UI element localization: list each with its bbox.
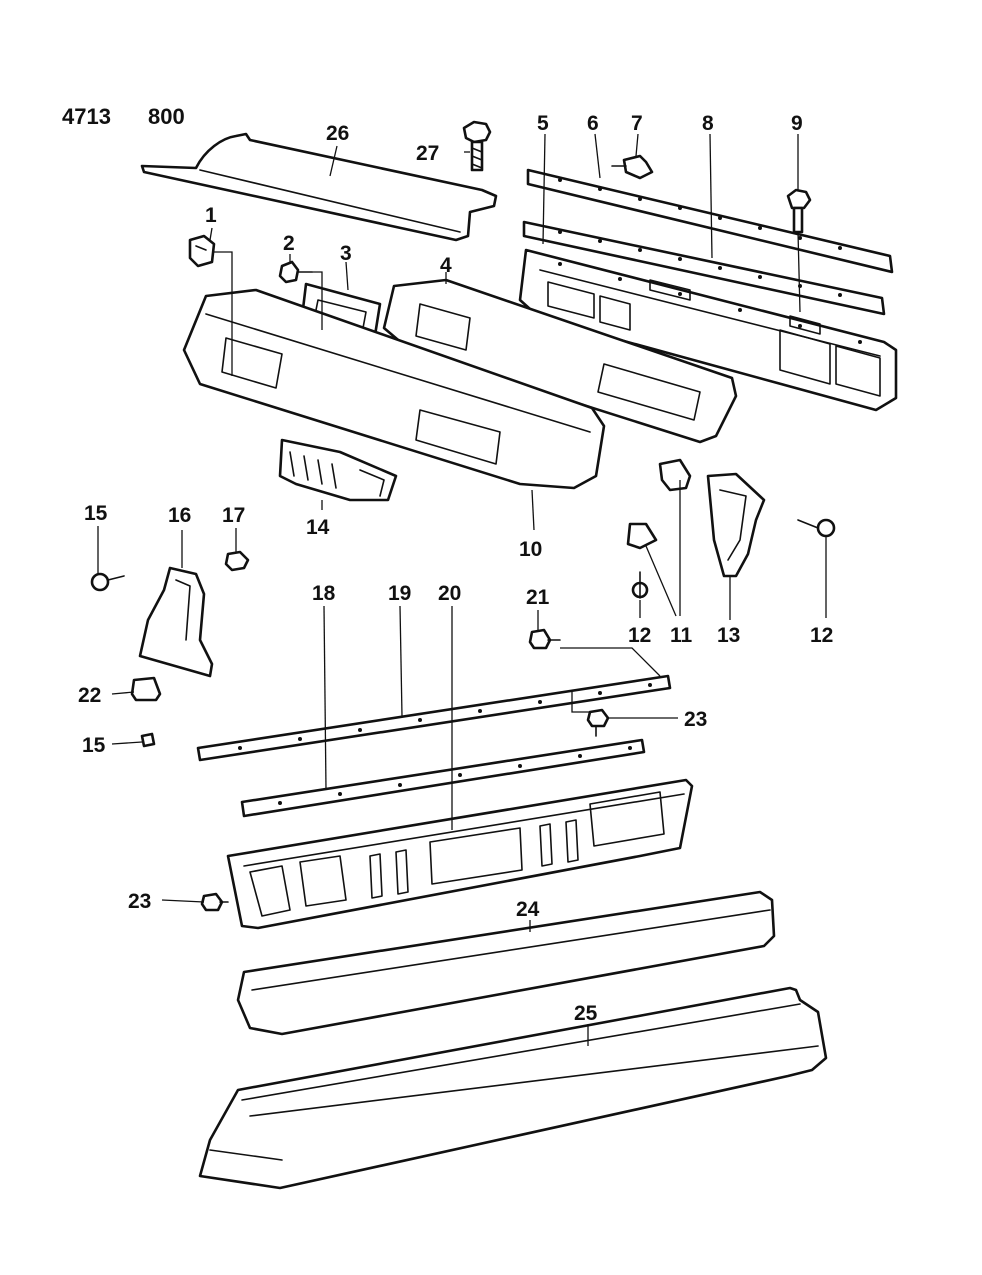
part-16-side-bracket <box>138 566 214 678</box>
callout-15-lower: 15 <box>82 734 106 757</box>
callout-5: 5 <box>537 112 549 135</box>
callout-9: 9 <box>791 112 803 135</box>
part-12-screw-right <box>797 518 836 538</box>
part-26-air-dam-strip <box>140 132 498 242</box>
callout-19: 19 <box>388 582 411 605</box>
callout-11: 11 <box>670 624 693 647</box>
callout-12-right: 12 <box>810 624 833 647</box>
callout-15-upper: 15 <box>84 502 108 525</box>
part-9-bolt <box>786 188 812 234</box>
callout-labels: 1 2 3 4 5 6 7 8 9 10 11 12 12 13 14 15 1… <box>78 112 833 1025</box>
part-17-clip <box>224 550 250 572</box>
part-25-rear-bumper-cover <box>198 986 828 1190</box>
callout-10: 10 <box>519 538 542 561</box>
part-21-bolt <box>528 628 561 650</box>
part-11-clip <box>658 458 692 492</box>
callout-23-left: 23 <box>128 890 151 913</box>
callout-6: 6 <box>587 112 599 135</box>
callout-1: 1 <box>205 204 217 227</box>
part-6-reinforcement-strip <box>526 168 894 274</box>
part-15-screw-upper <box>90 572 125 592</box>
part-4-bumper-face <box>382 278 738 444</box>
callout-3: 3 <box>340 242 352 265</box>
part-27-bolt <box>462 120 492 172</box>
callout-4: 4 <box>440 254 452 277</box>
part-11-clip-lower <box>626 522 658 550</box>
callout-18: 18 <box>312 582 336 605</box>
part-1-nut-clip <box>188 234 216 268</box>
callout-16: 16 <box>168 504 191 527</box>
part-18-reinforcement-strip <box>240 738 646 818</box>
part-14-bracket <box>278 438 398 502</box>
part-5-bumper-beam <box>518 248 898 412</box>
callout-21: 21 <box>526 586 550 609</box>
catalog-code: 4713 <box>62 104 111 129</box>
part-10-bumper-bar <box>182 288 606 490</box>
part-13-bracket <box>706 472 766 578</box>
callout-17: 17 <box>222 504 245 527</box>
part-12-screw-left <box>631 571 649 599</box>
part-7-bolt <box>611 154 654 180</box>
callout-12-left: 12 <box>628 624 651 647</box>
callout-7: 7 <box>631 112 643 135</box>
part-24-rear-bumper-face <box>236 890 776 1036</box>
callout-22: 22 <box>78 684 101 707</box>
callout-23-right: 23 <box>684 708 707 731</box>
leader-lines <box>97 133 827 1046</box>
part-15-clip-lower <box>140 732 156 748</box>
part-23-bolt-lower <box>200 892 229 912</box>
callout-14: 14 <box>306 516 330 539</box>
part-20-rear-bumper-beam <box>226 778 694 930</box>
callout-8: 8 <box>702 112 714 135</box>
part-22-clip <box>130 676 162 702</box>
callout-20: 20 <box>438 582 461 605</box>
callout-24: 24 <box>516 898 540 921</box>
part-2-bolt <box>278 260 313 284</box>
group-code: 800 <box>148 104 185 129</box>
callout-27: 27 <box>416 142 439 165</box>
part-19-reinforcement-strip <box>196 674 672 762</box>
part-23-bolt-upper <box>586 708 610 737</box>
callout-26: 26 <box>326 122 349 145</box>
callout-25: 25 <box>574 1002 598 1025</box>
callout-13: 13 <box>717 624 740 647</box>
callout-2: 2 <box>283 232 295 255</box>
